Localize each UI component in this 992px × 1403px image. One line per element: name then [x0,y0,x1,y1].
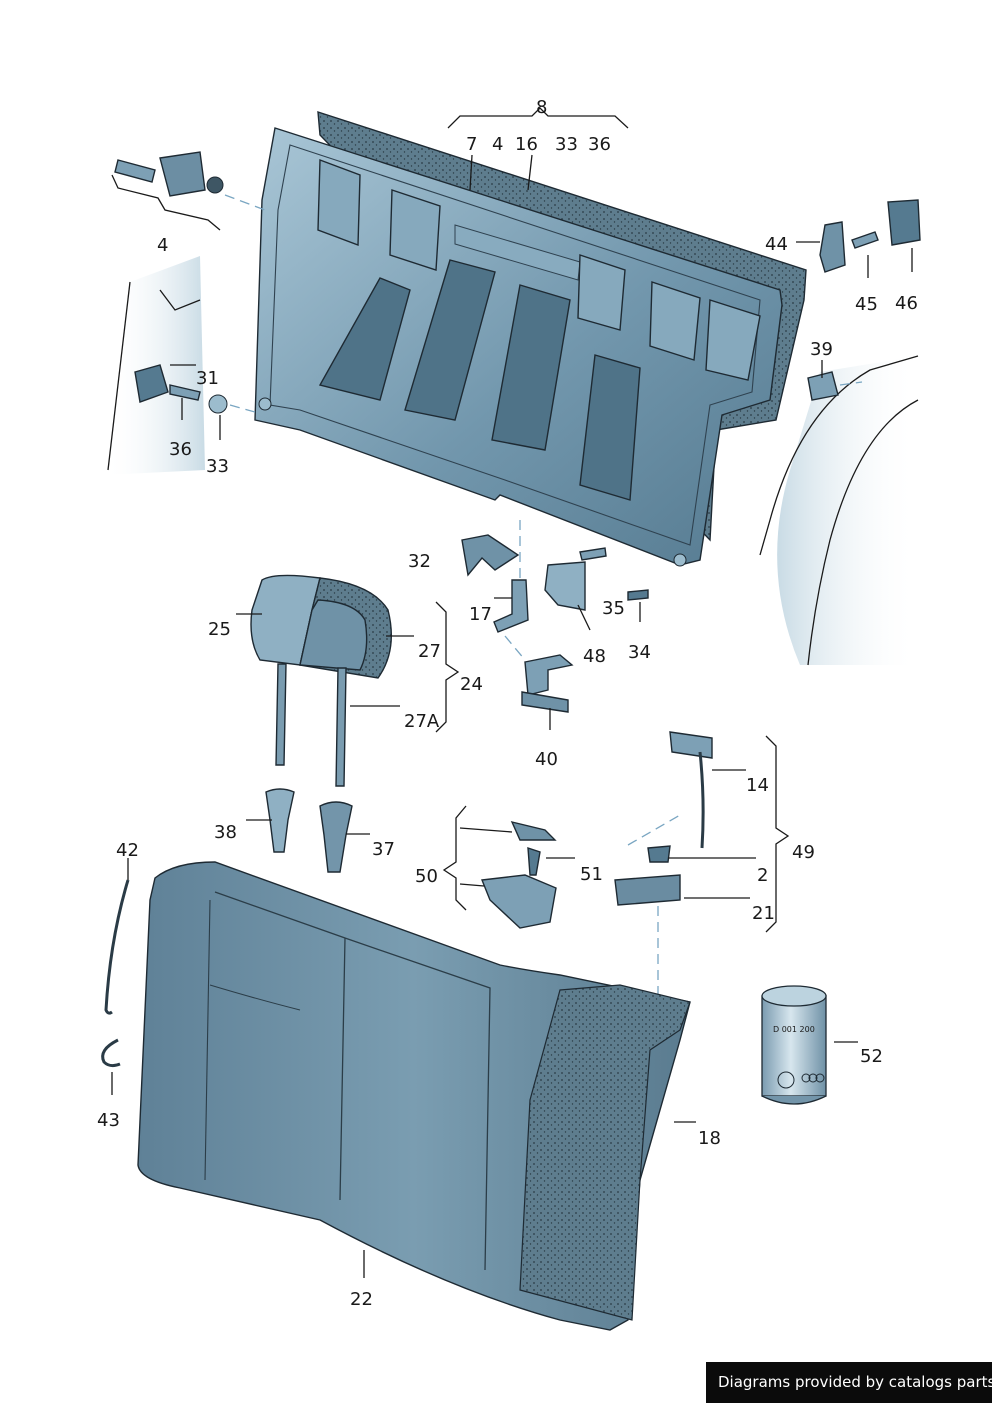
callout-39: 39 [810,339,833,360]
callout-49: 49 [792,842,815,863]
callout-16: 16 [515,134,538,155]
callout-24: 24 [460,674,483,695]
callout-27: 27 [418,641,441,662]
callout-31: 31 [196,368,219,389]
bracket-part-44 [819,199,921,273]
callout-8: 8 [536,97,547,118]
callout-25: 25 [208,619,231,640]
callout-37: 37 [372,839,395,860]
callout-14: 14 [746,775,769,796]
callout-44: 44 [765,234,788,255]
callout-4-top: 4 [492,134,503,155]
callout-50: 50 [415,866,438,887]
callout-17: 17 [469,604,492,625]
credit-banner: Diagrams provided by catalogs parts [706,1362,992,1403]
callout-34: 34 [628,642,651,663]
callout-18: 18 [698,1128,721,1149]
callout-7: 7 [466,134,477,155]
callout-45: 45 [855,294,878,315]
car-body-right-ghost [759,355,919,666]
headrest-guides [265,788,353,873]
callout-32: 32 [408,551,431,572]
callout-4-left: 4 [157,235,168,256]
credit-text: Diagrams provided by catalogs parts [718,1373,992,1391]
hinge-parts [461,520,649,713]
callout-35: 35 [602,598,625,619]
callout-40: 40 [535,749,558,770]
hook-wire-42 [101,879,130,1068]
callout-33-left: 33 [206,456,229,477]
car-body-left-ghost [105,256,205,475]
callout-38: 38 [214,822,237,843]
seat-cushion [137,861,691,1331]
backrest-panel [254,111,807,567]
buffer-part-39 [807,371,863,401]
callout-33-top: 33 [555,134,578,155]
headrest [250,574,393,787]
callout-46: 46 [895,293,918,314]
filter-can-52: D 001 200 [761,985,827,1105]
lock-cylinder-part [114,151,266,211]
callout-43: 43 [97,1110,120,1131]
callout-51: 51 [580,864,603,885]
release-latch-parts [614,731,713,1000]
cover-parts-50 [481,820,557,929]
callout-48: 48 [583,646,606,667]
callout-2: 2 [757,865,768,886]
callout-42: 42 [116,840,139,861]
callout-22: 22 [350,1289,373,1310]
filter-part-number: D 001 200 [773,1025,815,1034]
latch-part-31 [134,364,256,414]
callout-36-left: 36 [169,439,192,460]
callout-21: 21 [752,903,775,924]
callout-27A: 27A [404,711,440,732]
leader-lines [111,107,913,1278]
callout-36-top: 36 [588,134,611,155]
callout-labels: 8 7 4 16 33 36 4 44 45 46 31 36 33 39 32… [97,97,918,1310]
callout-52: 52 [860,1046,883,1067]
